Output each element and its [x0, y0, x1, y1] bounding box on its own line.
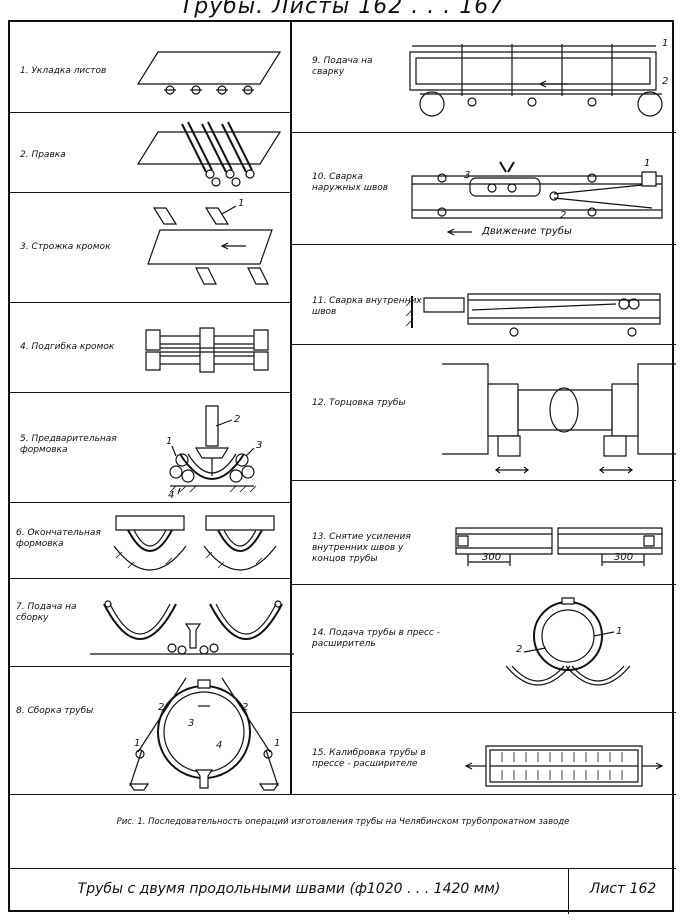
row-divider: [10, 502, 290, 503]
step-12-label: 12. Торцовка трубы: [312, 398, 406, 408]
row-divider: [292, 712, 676, 713]
step-9-drawing: 1 2: [292, 38, 668, 132]
dimension-300: 300: [614, 552, 633, 563]
roller-icon: [216, 86, 228, 94]
callout-1: 1: [662, 38, 668, 49]
step-10-label: 10. Сварка наружных швов: [312, 172, 389, 193]
step-4: 4. Подгибка кромок: [10, 302, 290, 392]
roller-icon: [164, 86, 176, 94]
step-14: 14. Подача трубы в пресс - расширитель 2…: [292, 584, 676, 712]
step-1-drawing: [10, 22, 290, 112]
drawing-sheet: 1. Укладка листов 2. Правка 3. Строжка к…: [8, 20, 676, 914]
footer-title: Трубы с двумя продольными швами (ф1020 .…: [77, 881, 501, 897]
callout-4: 4: [168, 490, 174, 501]
step-11-label: 11. Сварка внутренних швов: [312, 296, 422, 317]
row-divider: [292, 480, 676, 481]
footer-sheet-number: Лист 162: [589, 881, 657, 897]
row-divider: [292, 344, 676, 345]
step-3-label: 3. Строжка кромок: [20, 242, 111, 252]
step-1: 1. Укладка листов: [10, 22, 290, 112]
step-7-label: 7. Подача на сборку: [16, 602, 77, 623]
callout-3: 3: [256, 440, 262, 451]
step-15: 15. Калибровка трубы в прессе - расширит…: [292, 712, 676, 794]
step-6-label: 6. Окончательная формовка: [16, 528, 101, 549]
row-divider: [10, 392, 290, 393]
motion-label: Движение трубы: [481, 225, 572, 237]
step-15-drawing: [292, 712, 676, 794]
row-divider: [10, 794, 676, 795]
step-11-drawing: [292, 244, 676, 344]
callout-4: 4: [216, 740, 222, 751]
step-5-drawing: 2 1 3 4: [166, 392, 262, 501]
step-11: 11. Сварка внутренних швов: [292, 244, 676, 344]
step-3-drawing: 1: [10, 198, 290, 302]
step-1-label: 1. Укладка листов: [20, 66, 107, 76]
step-10-drawing: 3 1 2 Движение трубы: [292, 158, 676, 237]
roller-icon: [190, 86, 202, 94]
step-10: 10. Сварка наружных швов 3 1 2 Движение …: [292, 132, 676, 244]
column-divider: [290, 22, 292, 794]
step-7: 7. Подача на сборку: [10, 578, 290, 666]
step-2-drawing: [10, 112, 290, 192]
footer-divider: [568, 868, 569, 914]
callout-2: 2: [158, 702, 164, 713]
callout-2: 2: [662, 76, 668, 87]
callout-1: 1: [616, 626, 622, 637]
step-9: 9. Подача на сварку 1 2: [292, 22, 676, 132]
page-title: Трубы. Листы 162 . . . 167: [179, 0, 505, 19]
step-4-drawing: [10, 302, 290, 392]
callout-3: 3: [464, 170, 470, 181]
row-divider: [292, 244, 676, 245]
row-divider: [10, 112, 290, 113]
callout-2: 2: [242, 702, 248, 713]
callout-1: 1: [166, 436, 172, 447]
step-13: 13. Снятие усиления внутренних швов у ко…: [292, 480, 676, 584]
row-divider: [10, 666, 290, 667]
callout-1: 1: [644, 158, 650, 169]
step-3: 3. Строжка кромок 1: [10, 192, 290, 302]
step-5-label: 5. Предварительная формовка: [20, 434, 117, 455]
row-divider: [292, 584, 676, 585]
row-divider: [10, 302, 290, 303]
step-2-label: 2. Правка: [20, 150, 66, 160]
step-14-drawing: 2 1: [292, 584, 676, 712]
row-divider: [292, 132, 676, 133]
step-8-label: 8. Сборка трубы: [16, 706, 94, 716]
step-8: 8. Сборка трубы 2 2 3 4 1 1: [10, 666, 290, 794]
step-12: 12. Торцовка трубы: [292, 344, 676, 480]
step-8-drawing: 2 2 3 4 1 1: [10, 666, 280, 794]
callout-1: 1: [274, 738, 280, 749]
dimension-300: 300: [482, 552, 501, 563]
callout-1: 1: [238, 198, 244, 209]
step-15-label: 15. Калибровка трубы в прессе - расширит…: [312, 748, 426, 769]
callout-3: 3: [188, 718, 194, 729]
step-6: 6. Окончательная формовка: [10, 502, 290, 578]
step-12-drawing: [292, 344, 676, 480]
row-divider: [10, 868, 676, 869]
step-2: 2. Правка: [10, 112, 290, 192]
row-divider: [10, 192, 290, 193]
roller-icon: [242, 86, 254, 94]
row-divider: [10, 578, 290, 579]
callout-2: 2: [234, 414, 240, 425]
step-13-label: 13. Снятие усиления внутренних швов у ко…: [312, 532, 411, 564]
figure-caption: Рис. 1. Последовательность операций изго…: [116, 817, 570, 827]
step-5: 5. Предварительная формовка 2 1 3 4: [10, 392, 290, 502]
callout-2: 2: [560, 210, 566, 221]
step-4-label: 4. Подгибка кромок: [20, 342, 115, 352]
step-6-drawing: [10, 502, 290, 578]
step-9-label: 9. Подача на сварку: [312, 56, 373, 77]
callout-1: 1: [134, 738, 140, 749]
step-13-drawing: 300 300: [292, 480, 676, 584]
step-14-label: 14. Подача трубы в пресс - расширитель: [312, 628, 440, 649]
callout-2: 2: [516, 644, 522, 655]
step-7-drawing: [10, 578, 290, 666]
